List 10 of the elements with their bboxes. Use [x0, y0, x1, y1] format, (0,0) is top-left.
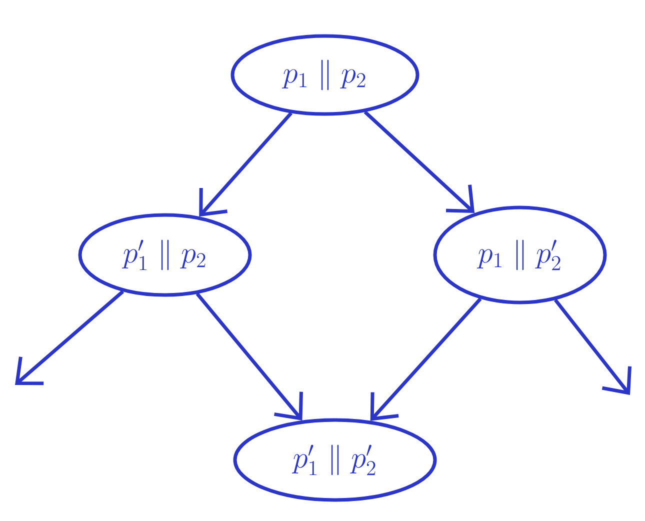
arrow [196, 292, 303, 420]
arrow [364, 110, 475, 214]
arrow [370, 298, 482, 421]
ellipse-node: $p_1' \parallel p_2'$ [233, 418, 437, 502]
arrow [554, 298, 632, 395]
ellipse-node: $p_1 \parallel p_2$ [230, 34, 420, 116]
ellipse-node: $p_1' \parallel p_2$ [78, 213, 252, 297]
ellipse-node: $p_1 \parallel p_2'$ [433, 206, 607, 304]
arrow [199, 112, 292, 217]
arrow [15, 290, 124, 386]
